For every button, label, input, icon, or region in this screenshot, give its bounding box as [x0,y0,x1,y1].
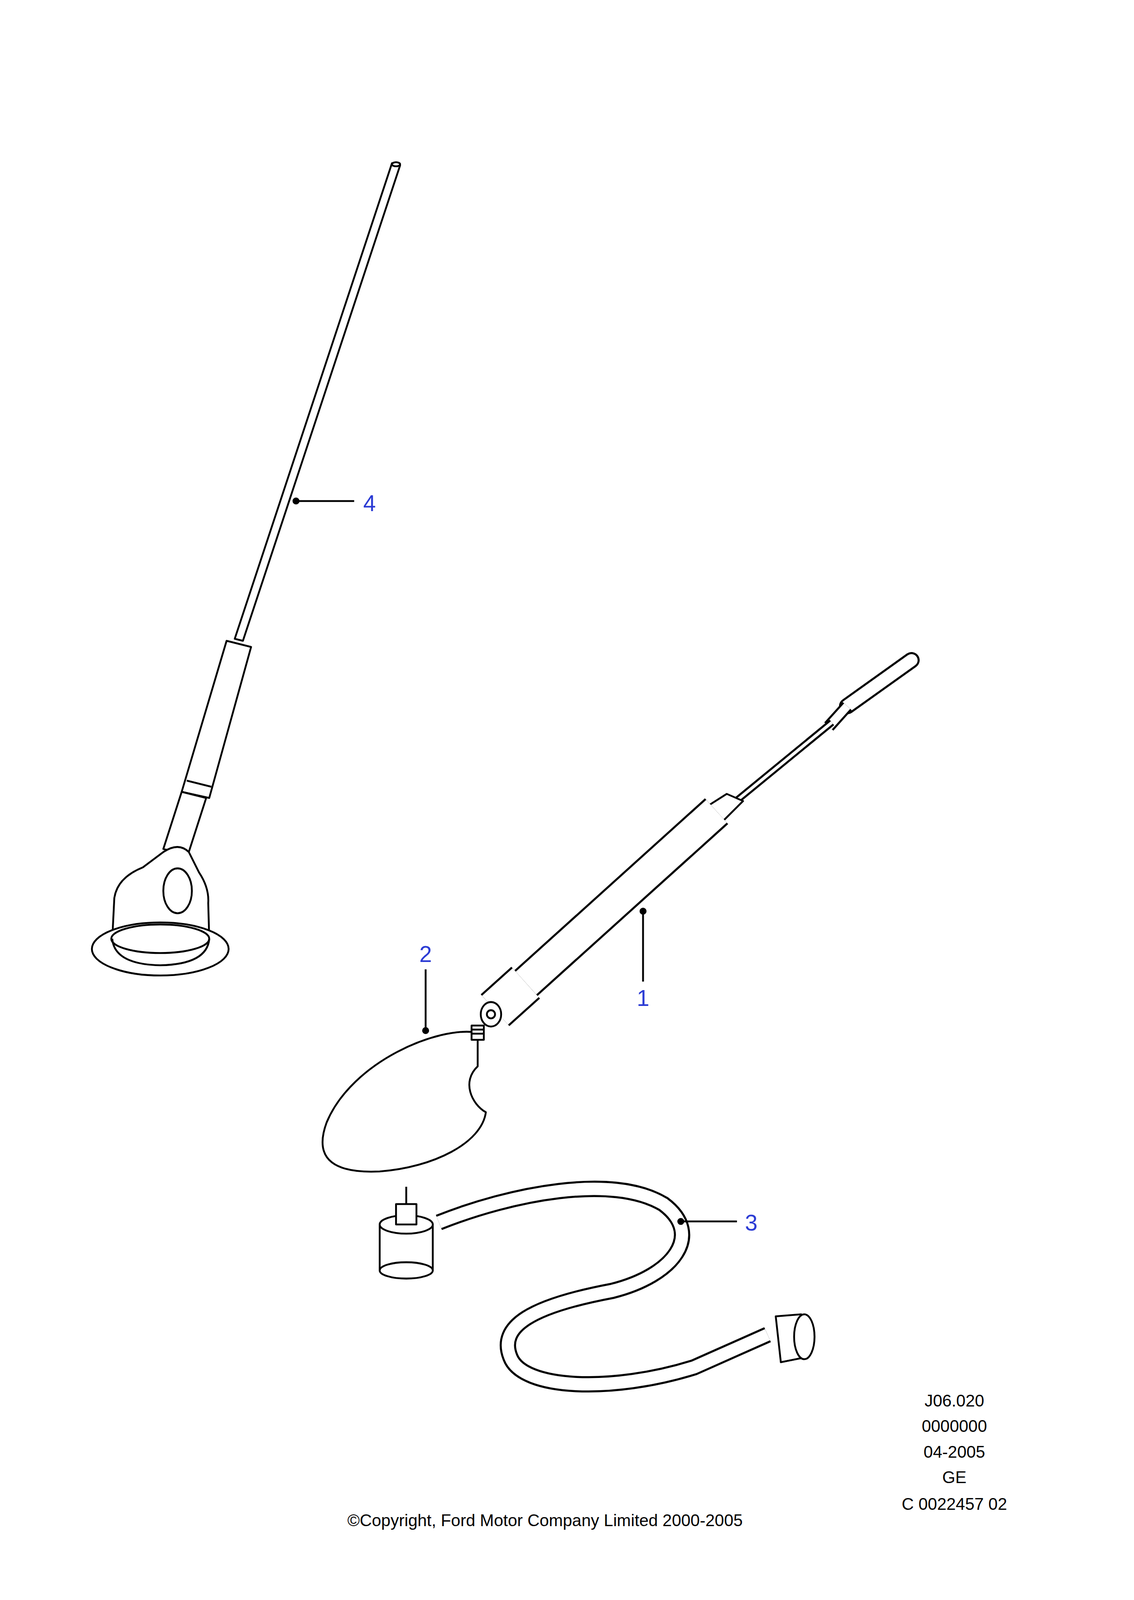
drawing-code: 0000000 [921,1417,987,1435]
drawing-code: C 0022457 02 [901,1495,1007,1512]
roof-antenna [91,162,401,976]
drawing-code: J06.020 [924,1392,985,1410]
callout-number: 4 [363,492,377,515]
antenna-mast [480,660,912,1027]
drawing-date: 04-2005 [923,1442,986,1460]
antenna-base [322,1025,486,1220]
callout-number: 1 [636,986,650,1010]
callout-number: 3 [744,1211,758,1235]
copyright-note: ©Copyright, Ford Motor Company Limited 2… [347,1511,744,1529]
callout-number: 2 [419,942,433,966]
drawing-code: GE [942,1468,967,1486]
antenna-cable [379,1188,815,1385]
leader-lines [293,498,738,1224]
